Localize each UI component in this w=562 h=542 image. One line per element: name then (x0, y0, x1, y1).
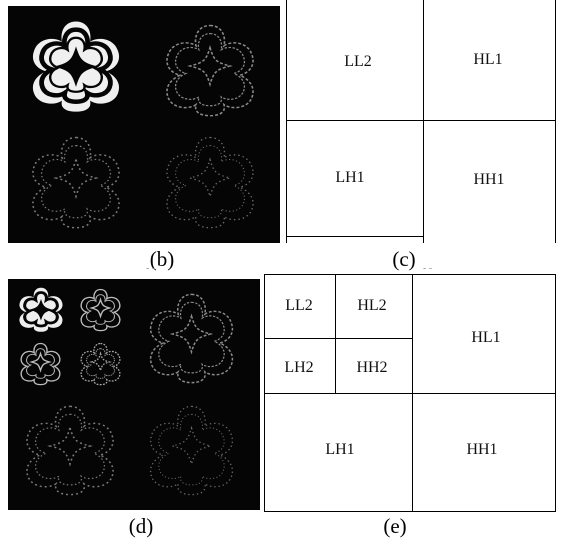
label-hl1: HL1 (471, 329, 501, 346)
label-lh1: LH1 (335, 169, 365, 186)
grid-line (286, 120, 556, 121)
caption-d: (d) (128, 514, 154, 538)
grid-line (555, 0, 556, 243)
label-ll2: LL2 (344, 53, 372, 70)
grid-line (264, 393, 556, 394)
caption-c: (c) (392, 247, 416, 271)
label-ll2: LL2 (285, 297, 313, 314)
grid-line (286, 0, 287, 243)
label-lh1: LH1 (325, 441, 355, 458)
hh2-detail-shape (80, 342, 121, 386)
panel-b-image (8, 6, 280, 243)
label-hh1: HH1 (473, 171, 505, 188)
caption-e: (e) (383, 514, 407, 538)
label-hh1: HH1 (466, 441, 498, 458)
lh1-detail-shape (26, 405, 114, 496)
hh-detail-shape (166, 136, 254, 229)
grid-line (423, 0, 424, 243)
label-hl1: HL1 (473, 51, 503, 68)
grid-line (335, 274, 336, 393)
grid-line (264, 338, 412, 339)
ll2-approx-shape (19, 287, 63, 332)
hl2-detail-shape (80, 288, 121, 332)
lh2-detail-shape (20, 342, 61, 386)
lh-detail-shape (32, 136, 120, 229)
panel-e-diagram: LL2 HL2 LH2 HH2 HL1 LH1 HH1 (264, 274, 556, 512)
panel-c-diagram: LL2 HL1 LH1 HH1 (286, 0, 556, 243)
label-hl2: HL2 (357, 297, 387, 314)
grid-line (286, 236, 423, 237)
ll-approx-shape (32, 21, 120, 112)
grid-line (264, 274, 556, 275)
grid-line (264, 511, 556, 512)
hl1-detail-shape (149, 293, 234, 384)
panel-d-image (8, 279, 260, 510)
label-lh2: LH2 (284, 359, 314, 376)
tick-mark: - - (146, 263, 156, 274)
tick-mark: - - (423, 263, 433, 274)
hh1-detail-shape (149, 405, 234, 496)
hl-detail-shape (166, 24, 254, 117)
label-hh2: HH2 (356, 359, 388, 376)
caption-b: (b) (149, 247, 175, 271)
